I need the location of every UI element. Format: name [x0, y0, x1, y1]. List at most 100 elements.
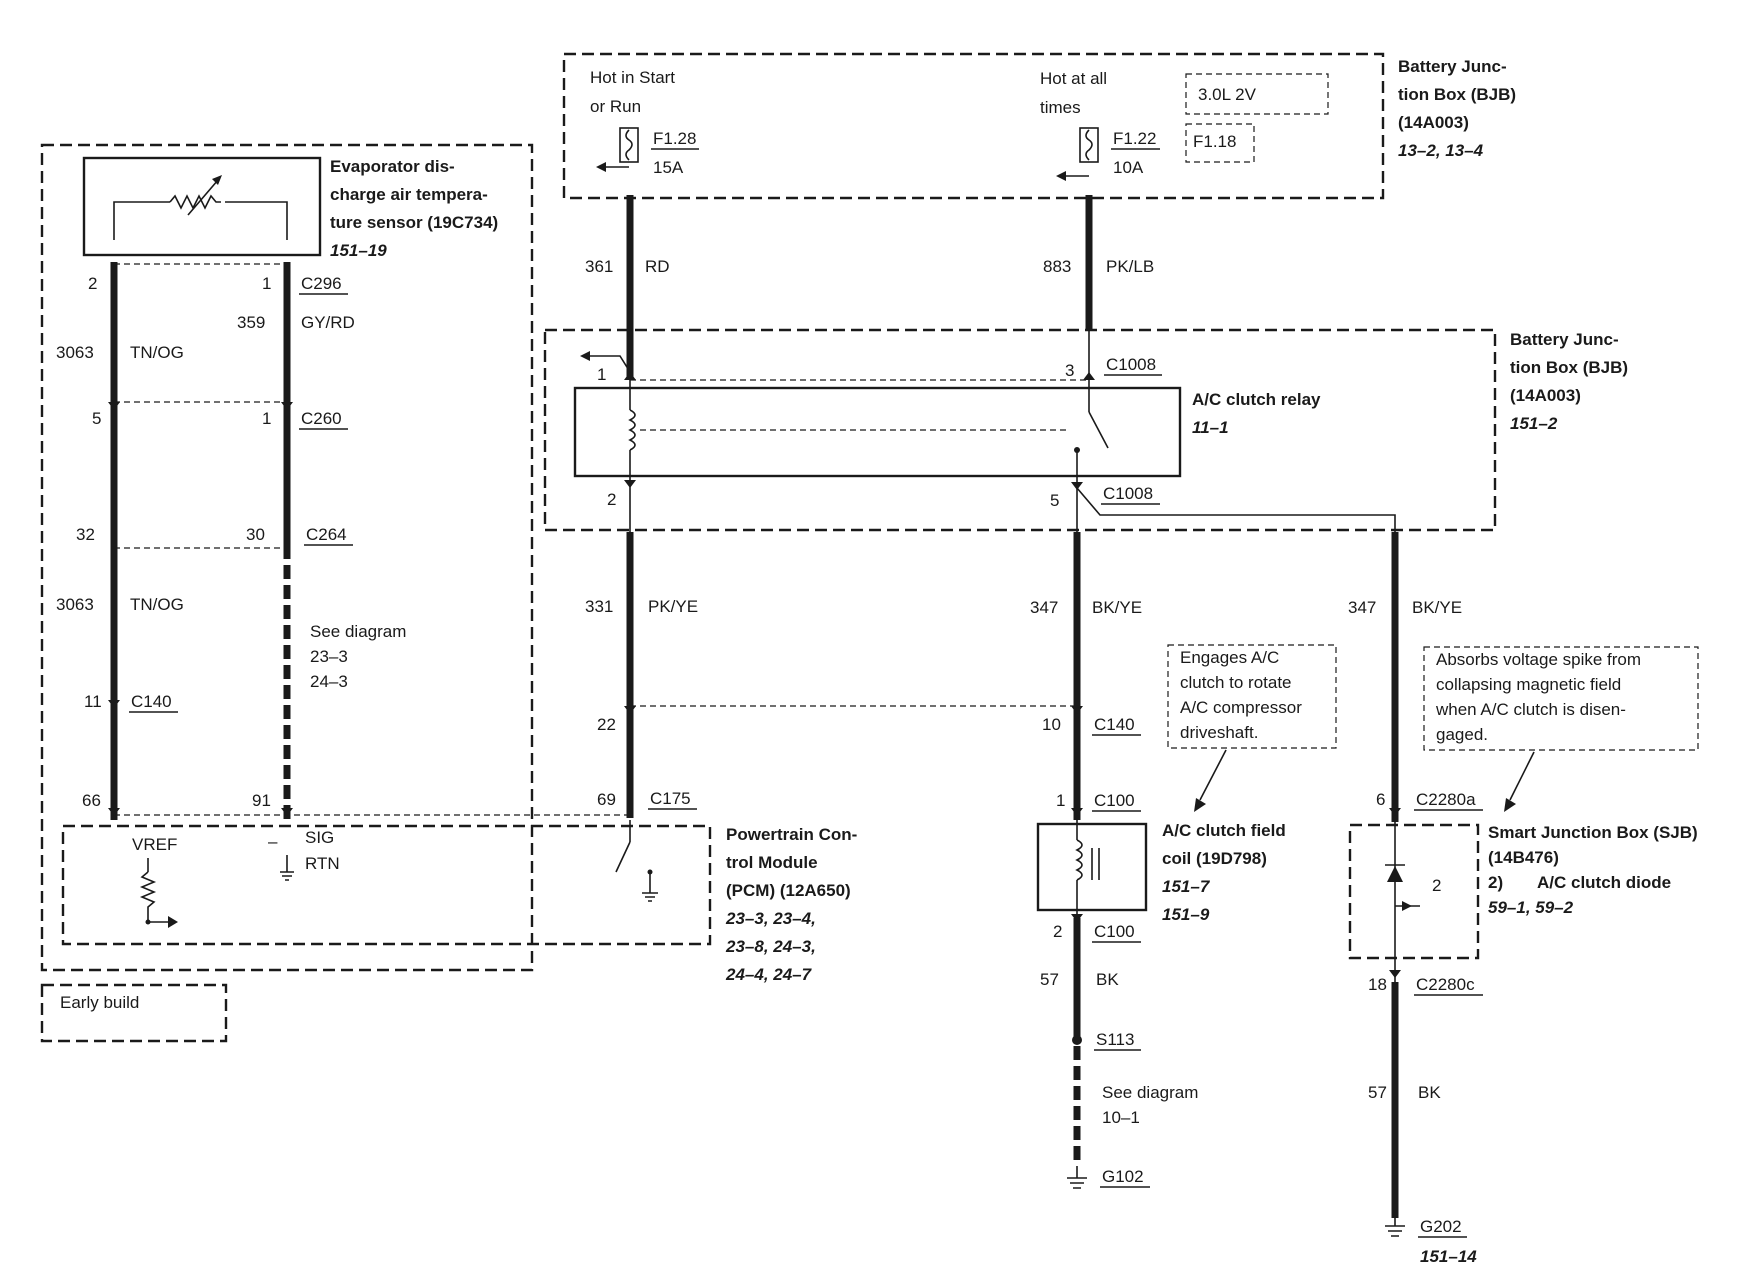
pcm-refs-2: 23–8, 24–3, [725, 937, 816, 956]
sensor-name-2: charge air tempera- [330, 185, 488, 204]
sjb-name: Smart Junction Box (SJB) [1488, 823, 1698, 842]
pcm-rtn-label: RTN [305, 854, 340, 873]
evaporator-sensor-section: Evaporator dis- charge air tempera- ture… [40, 143, 630, 972]
c175-label: C175 [650, 789, 691, 808]
see-diagram-left-ref2: 24–3 [310, 672, 348, 691]
c296-pin-a: 2 [88, 274, 97, 293]
c100-pin-1: 1 [1056, 791, 1065, 810]
bjb-relay-ref: 151–2 [1510, 414, 1558, 433]
hot-at-all-times-label: Hot at all [1040, 69, 1107, 88]
relay-pin-2: 2 [607, 490, 616, 509]
see-diagram-left: See diagram [310, 622, 406, 641]
clutch-note-2: clutch to rotate [1180, 673, 1292, 692]
sjb-item-name: A/C clutch diode [1537, 873, 1671, 892]
clutch-note-1: Engages A/C [1180, 648, 1279, 667]
pcm-pin-91: 91 [252, 791, 271, 810]
relay-connector-top: C1008 [1106, 355, 1156, 374]
engine-option-label: 3.0L 2V [1198, 85, 1257, 104]
see-diagram-clutch: See diagram [1102, 1083, 1198, 1102]
c260-label: C260 [301, 409, 342, 428]
pcm-sig-label: SIG [305, 828, 334, 847]
bjb-relay-part: (14A003) [1510, 386, 1581, 405]
wire-359-color: GY/RD [301, 313, 355, 332]
c264-label: C264 [306, 525, 347, 544]
diode-pin-label: 2 [1432, 876, 1441, 895]
battery-junction-box-relay: 1 3 C1008 2 5 C1008 A/C clutch relay 11–… [543, 328, 1628, 532]
pin-69: 69 [597, 790, 616, 809]
wire-347-clutch-color: BK/YE [1092, 598, 1142, 617]
clutch-coil-ref-1: 151–7 [1162, 877, 1211, 896]
fuse-f1-28-icon [596, 127, 639, 172]
wire-883-number: 883 [1043, 257, 1071, 276]
early-build-label: Early build [60, 993, 139, 1012]
see-diagram-left-ref1: 23–3 [310, 647, 348, 666]
pin-22: 22 [597, 715, 616, 734]
relay-connector-bottom: C1008 [1103, 484, 1153, 503]
relay-pin-1: 1 [597, 365, 606, 384]
wire-57-diode-color: BK [1418, 1083, 1441, 1102]
hot-in-start-label: Hot in Start [590, 68, 675, 87]
wire-361-number: 361 [585, 257, 613, 276]
relay-ref: 11–1 [1192, 418, 1229, 437]
wire-57-clutch-number: 57 [1040, 970, 1059, 989]
wire-3063-number: 3063 [56, 343, 94, 362]
pcm-vref-label: VREF [132, 835, 177, 854]
c260-pin-a: 5 [92, 409, 101, 428]
c100-label-top: C100 [1094, 791, 1135, 810]
wire-57-clutch-color: BK [1096, 970, 1119, 989]
pcm-pin-66: 66 [82, 791, 101, 810]
diode-note-3: when A/C clutch is disen- [1435, 700, 1626, 719]
g202-ref: 151–14 [1420, 1247, 1477, 1266]
pcm-name-2: trol Module [726, 853, 818, 872]
bjb-relay-name: Battery Junc- [1510, 330, 1619, 349]
c264-pin-b: 30 [246, 525, 265, 544]
relay-pin-5: 5 [1050, 491, 1059, 510]
g202-label: G202 [1420, 1217, 1462, 1236]
c296-pin-b: 1 [262, 274, 271, 293]
c140-clutch-label: C140 [1094, 715, 1135, 734]
clutch-note-3: A/C compressor [1180, 698, 1302, 717]
sensor-name-1: Evaporator dis- [330, 157, 455, 176]
sjb-part: (14B476) [1488, 848, 1559, 867]
sjb-refs: 59–1, 59–2 [1488, 898, 1574, 917]
bjb-relay-name-2: tion Box (BJB) [1510, 358, 1628, 377]
relay-pin-3: 3 [1065, 361, 1074, 380]
diode-note-2: collapsing magnetic field [1436, 675, 1621, 694]
wire-347-diode-number: 347 [1348, 598, 1376, 617]
c140-left-label: C140 [131, 692, 172, 711]
clutch-coil-name-2: coil (19D798) [1162, 849, 1267, 868]
clutch-note-4: driveshaft. [1180, 723, 1258, 742]
fuse-f1-28-label: F1.28 [653, 129, 696, 148]
c296-label: C296 [301, 274, 342, 293]
battery-junction-box-top: Hot in Start or Run Hot at all times 3.0… [562, 52, 1516, 200]
ac-clutch-section: 347 BK/YE 10 C140 1 C100 Engages A/C clu… [1030, 532, 1337, 1189]
ac-clutch-diode-section: 347 BK/YE Absorbs voltage spike from col… [1348, 532, 1699, 1266]
wire-3063b-number: 3063 [56, 595, 94, 614]
pcm-refs-1: 23–3, 23–4, [725, 909, 816, 928]
wire-57-diode-number: 57 [1368, 1083, 1387, 1102]
sensor-ref: 151–19 [330, 241, 387, 260]
pcm-minus-label: – [268, 832, 278, 851]
wire-359-number: 359 [237, 313, 265, 332]
c2280a-label: C2280a [1416, 790, 1476, 809]
pcm-name-3: (PCM) (12A650) [726, 881, 851, 900]
wire-3063b-color: TN/OG [130, 595, 184, 614]
sjb-item-number: 2) [1488, 873, 1503, 892]
bjb-top-name: Battery Junc- [1398, 57, 1507, 76]
s113-label: S113 [1096, 1030, 1134, 1049]
see-diagram-clutch-ref: 10–1 [1102, 1108, 1140, 1127]
c264-pin-a: 32 [76, 525, 95, 544]
c2280c-pin: 18 [1368, 975, 1387, 994]
clutch-coil-name-1: A/C clutch field [1162, 821, 1286, 840]
fuse-f1-22-amp: 10A [1113, 158, 1144, 177]
bjb-top-part: (14A003) [1398, 113, 1469, 132]
c140-left-pin: 11 [84, 692, 102, 711]
early-build-box [40, 983, 228, 1043]
wire-361-color: RD [645, 257, 670, 276]
wire-3063-color: TN/OG [130, 343, 184, 362]
pcm-name-1: Powertrain Con- [726, 825, 857, 844]
wire-331-number: 331 [585, 597, 613, 616]
ground-g202-icon [1385, 1218, 1405, 1237]
fuse-f1-22-label: F1.22 [1113, 129, 1156, 148]
